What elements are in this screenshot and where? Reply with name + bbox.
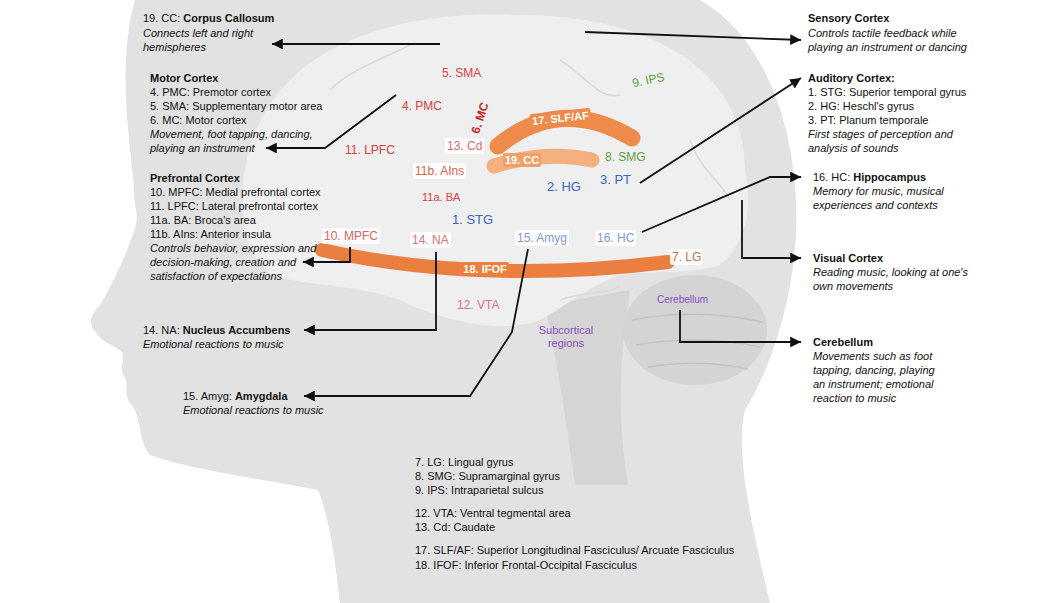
leader-line <box>304 249 528 396</box>
region-label: 11. LPFC <box>343 142 397 158</box>
region-label: 1. STG <box>450 212 495 228</box>
leader-line <box>680 310 801 342</box>
callout-item: 5. SMA: Supplementary motor area <box>150 99 322 113</box>
callout-heading: Sensory Cortex <box>808 11 889 25</box>
region-label: 11a. BA <box>420 189 462 205</box>
callout-item: 11b. AIns: Anterior insula <box>150 227 271 241</box>
region-label: 8. SMG <box>603 149 648 165</box>
region-label: 7. LG <box>670 249 703 265</box>
callout-item: 2. HG: Heschl's gyrus <box>808 99 914 113</box>
callout-heading: Amygdala <box>235 389 288 403</box>
region-label: 13. Cd <box>445 138 484 154</box>
region-label: 3. PT <box>598 172 633 188</box>
region-label: 16. HC <box>595 230 636 246</box>
region-label: 14. NA <box>410 232 451 248</box>
head-silhouette <box>91 0 796 603</box>
brainstem <box>545 290 630 485</box>
callout-heading: Hippocampus <box>853 170 926 184</box>
cerebellum-fold <box>636 340 760 347</box>
callout-item: 10. MPFC: Medial prefrontal cortex <box>150 185 321 199</box>
callout-description: Emotional reactions to music <box>143 337 284 351</box>
abbreviation-key: 18. IFOF: Inferior Frontal-Occipital Fas… <box>415 558 637 572</box>
callout-description: Reading music, looking at one's own move… <box>813 265 978 293</box>
callout-description: Controls tactile feedback while playing … <box>808 26 973 54</box>
leader-line <box>742 200 801 258</box>
tract-label: 17. SLF/AF <box>529 108 591 128</box>
region-label: 11b. AIns <box>413 163 466 179</box>
callout-description: Controls behavior, expression and decisi… <box>150 241 332 283</box>
leader-line <box>304 252 436 330</box>
abbreviation-key: 7. LG: Lingual gyrus <box>415 455 513 469</box>
leader-line <box>642 177 801 232</box>
callout-description: First stages of perception and analysis … <box>808 127 968 155</box>
callout-heading: Auditory Cortex: <box>808 71 895 85</box>
abbreviation-key: 17. SLF/AF: Superior Longitudinal Fascic… <box>415 543 734 557</box>
callout-heading: Prefrontal Cortex <box>150 171 240 185</box>
callout-number: 15. Amyg: <box>183 389 232 403</box>
tract-label: 18. IFOF <box>461 262 508 276</box>
callout-heading: Nucleus Accumbens <box>183 323 291 337</box>
cerebellum-fold <box>648 363 748 369</box>
callout-item: 11a. BA: Broca's area <box>150 213 256 227</box>
region-label: 9. IPS <box>629 68 668 91</box>
region-label: 4. PMC <box>400 98 444 114</box>
sulcus-line <box>560 285 620 300</box>
region-label: 5. SMA <box>440 65 483 81</box>
callout-number: 19. CC: <box>143 11 180 25</box>
sulcus-line <box>330 45 410 90</box>
region-label: 15. Amyg <box>515 230 569 246</box>
sulcus-line <box>690 140 730 200</box>
leader-line <box>272 43 440 45</box>
callout-description: Emotional reactions to music <box>183 403 324 417</box>
leader-line <box>585 32 801 40</box>
callout-item: 6. MC: Motor cortex <box>150 113 247 127</box>
callout-item: 3. PT: Planum temporale <box>808 113 928 127</box>
region-label: 12. VTA <box>455 297 501 313</box>
callout-description: Memory for music, musical experiences an… <box>813 184 963 212</box>
region-label: 2. HG <box>545 179 583 195</box>
tract-label: 19. CC <box>503 153 541 167</box>
callout-item: 11. LPFC: Lateral prefrontal cortex <box>150 199 318 213</box>
abbreviation-key: 8. SMG: Supramarginal gyrus <box>415 469 560 483</box>
region-label: 10. MPFC <box>322 228 380 244</box>
callout-heading: Visual Cortex <box>813 251 883 265</box>
leader-line <box>640 78 801 183</box>
callout-description: Connects left and right hemispheres <box>143 26 271 54</box>
callout-heading: Corpus Callosum <box>183 11 274 25</box>
cerebellum-shape <box>623 275 767 385</box>
region-label: 6. MC <box>467 98 493 137</box>
callout-number: 16. HC: <box>813 170 850 184</box>
callout-description: Movement, foot tapping, dancing, playing… <box>150 127 325 155</box>
callout-number: 14. NA: <box>143 323 180 337</box>
callout-item: 1. STG: Superior temporal gyrus <box>808 85 966 99</box>
callout-heading: Motor Cortex <box>150 71 218 85</box>
region-label: Cerebellum <box>655 294 710 306</box>
cerebellum-fold <box>632 314 762 322</box>
callout-item: 4. PMC: Premotor cortex <box>150 85 271 99</box>
abbreviation-key: 9. IPS: Intraparietal sulcus <box>415 483 543 497</box>
callout-heading: Cerebellum <box>813 335 873 349</box>
sulcus-line <box>560 60 620 96</box>
abbreviation-key: 13. Cd: Caudate <box>415 520 495 534</box>
region-label: Subcortical regions <box>535 324 597 350</box>
abbreviation-key: 12. VTA: Ventral tegmental area <box>415 506 571 520</box>
callout-description: Movements such as foot tapping, dancing,… <box>813 349 945 405</box>
